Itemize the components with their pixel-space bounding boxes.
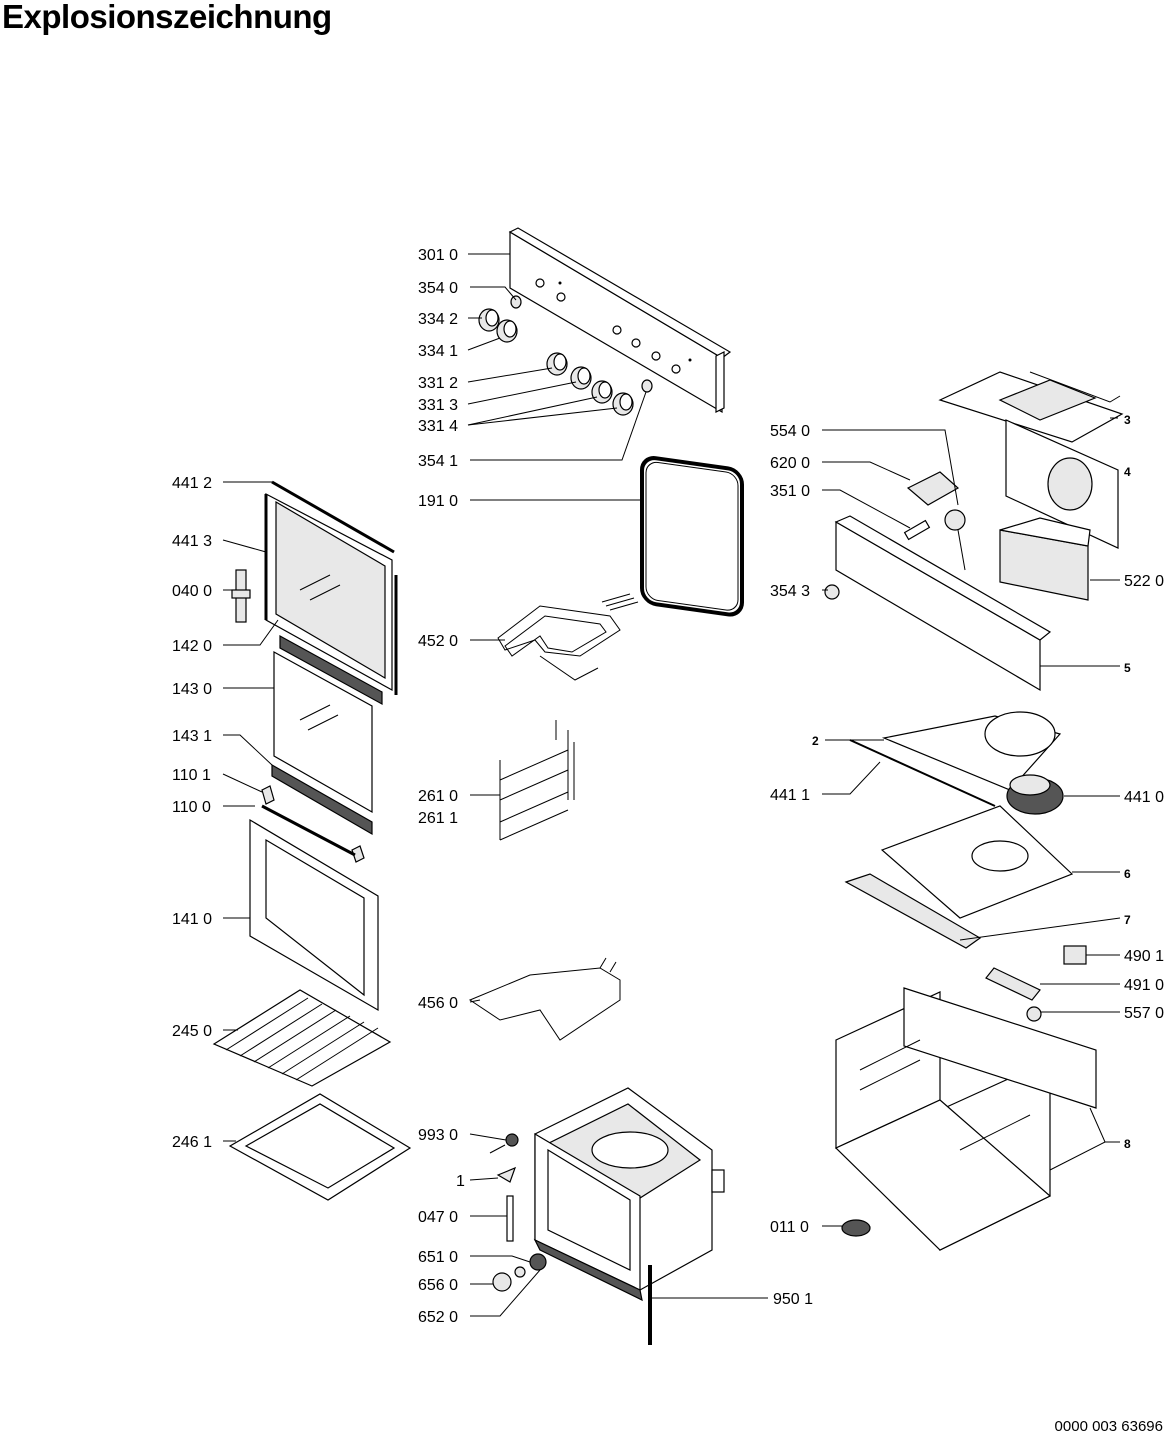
callout-441-2: 441 2	[172, 475, 212, 492]
leader-lines	[222, 253, 1121, 1317]
callout-040-0: 040 0	[172, 583, 212, 600]
thermostat	[903, 471, 966, 571]
callout-110-0: 110 0	[172, 799, 211, 816]
callout-354-3: 354 3	[770, 583, 810, 600]
callout-110-1: 110 1	[172, 767, 211, 784]
callout-993-0: 993 0	[418, 1127, 458, 1144]
document-number: 0000 003 63696	[1054, 1418, 1163, 1435]
baking-tray	[228, 1093, 412, 1201]
callout-047-0: 047 0	[418, 1209, 458, 1226]
callout-491-0: 491 0	[1124, 977, 1164, 994]
grill-rack	[212, 989, 392, 1087]
callout-3: 3	[1124, 413, 1131, 427]
callout-245-0: 245 0	[172, 1023, 212, 1040]
door-glass-front	[249, 818, 379, 1012]
callout-331-2: 331 2	[418, 375, 458, 392]
callout-331-4: 331 4	[418, 418, 458, 435]
callout-261-1: 261 1	[418, 810, 458, 827]
page-title: Explosionszeichnung	[2, 0, 332, 35]
bottom-heating-element	[468, 957, 621, 1041]
oven-housing	[834, 987, 1097, 1251]
shelf-supports	[499, 720, 575, 841]
switch-block	[999, 517, 1091, 601]
control-panel-front	[508, 227, 732, 414]
top-cover-plate	[938, 371, 1124, 443]
callout-452-0: 452 0	[418, 633, 458, 650]
callout-143-1: 143 1	[172, 728, 212, 745]
door-hinge	[231, 569, 251, 623]
callout-652-0: 652 0	[418, 1309, 458, 1326]
callout-557-0: 557 0	[1124, 1005, 1164, 1022]
callout-labels: 301 0 354 0 334 2 334 1 331 2 331 3 331 …	[172, 247, 1164, 1326]
callout-261-0: 261 0	[418, 788, 458, 805]
callout-334-2: 334 2	[418, 311, 458, 328]
callout-651-0: 651 0	[418, 1249, 458, 1266]
callout-5: 5	[1124, 661, 1131, 675]
callout-950-1: 950 1	[773, 1291, 813, 1308]
top-heating-element	[497, 593, 639, 681]
callout-191-0: 191 0	[418, 493, 458, 510]
callout-301-0: 301 0	[418, 247, 458, 264]
callout-441-3: 441 3	[172, 533, 212, 550]
bottom-plate	[844, 805, 1074, 949]
callout-456-0: 456 0	[418, 995, 458, 1012]
callout-354-0: 354 0	[418, 280, 458, 297]
hinge-strip	[279, 634, 383, 706]
foot-pad	[841, 1219, 871, 1237]
callout-620-0: 620 0	[770, 455, 810, 472]
callout-331-3: 331 3	[418, 397, 458, 414]
callout-4: 4	[1124, 465, 1131, 479]
callout-354-1: 354 1	[418, 453, 458, 470]
callout-656-0: 656 0	[418, 1277, 458, 1294]
connector-parts	[985, 945, 1087, 1022]
outer-door-frame	[264, 480, 398, 695]
callout-7: 7	[1124, 913, 1131, 927]
callout-441-0: 441 0	[1124, 789, 1164, 806]
callout-522-0: 522 0	[1124, 573, 1164, 590]
callout-141-0: 141 0	[172, 911, 212, 928]
callout-6: 6	[1124, 867, 1131, 881]
callout-2: 2	[812, 734, 819, 748]
callout-143-0: 143 0	[172, 681, 212, 698]
callout-441-1: 441 1	[770, 787, 810, 804]
door-gasket	[640, 456, 744, 617]
fan-cover-plate	[849, 711, 1062, 807]
callout-1: 1	[456, 1173, 465, 1190]
callout-351-0: 351 0	[770, 483, 810, 500]
small-fasteners	[489, 1133, 547, 1292]
inner-glass	[261, 650, 373, 863]
control-panel-frame	[824, 515, 1052, 692]
callout-246-1: 246 1	[172, 1134, 212, 1151]
callout-142-0: 142 0	[172, 638, 212, 655]
callout-490-1: 490 1	[1124, 948, 1164, 965]
fan-motor	[1006, 774, 1064, 815]
oven-cavity	[533, 1087, 725, 1345]
rear-panel-fan-housing	[1005, 419, 1119, 549]
callout-011-0: 011 0	[770, 1219, 809, 1236]
callout-554-0: 554 0	[770, 423, 810, 440]
callout-8: 8	[1124, 1137, 1131, 1151]
callout-334-1: 334 1	[418, 343, 458, 360]
